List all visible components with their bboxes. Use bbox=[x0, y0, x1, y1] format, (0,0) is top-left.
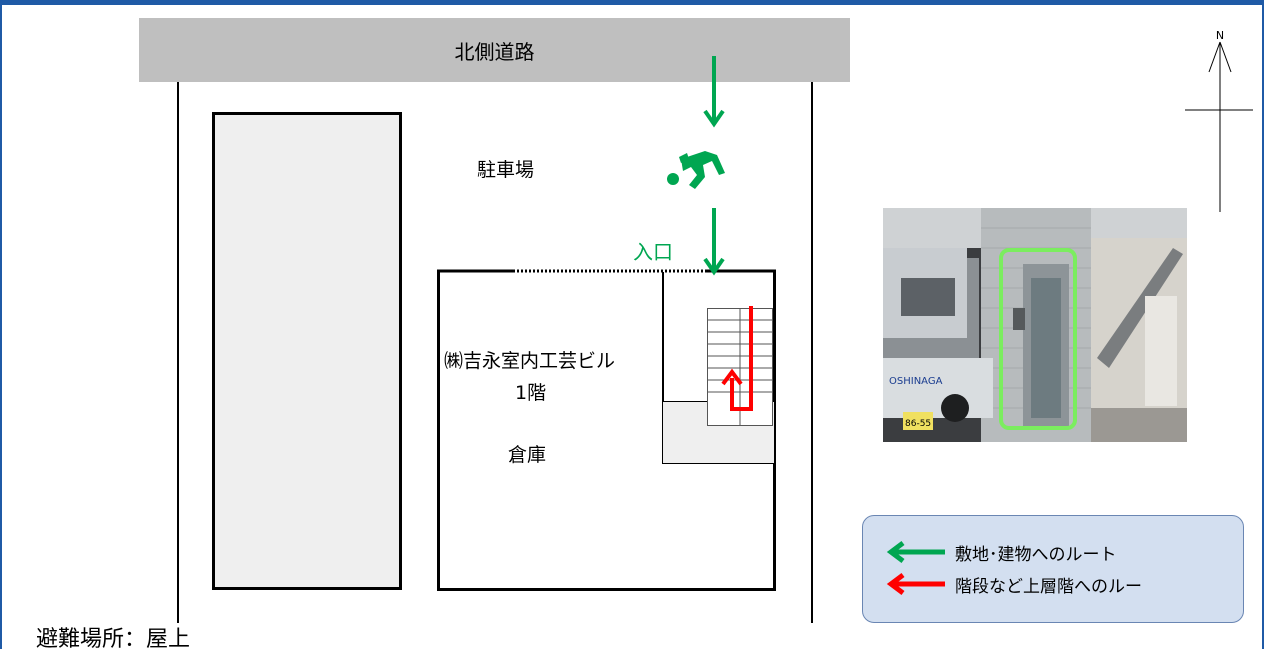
route-arrow-top bbox=[703, 56, 725, 128]
staircase bbox=[707, 308, 773, 426]
legend-red-text: 階段など上層階へのルー bbox=[955, 576, 1142, 597]
parking-label: 駐車場 bbox=[477, 159, 535, 181]
building-name: ㈱吉永室内工芸ビル bbox=[444, 350, 616, 372]
left-arrow-icon bbox=[886, 541, 945, 563]
stair-hall bbox=[662, 272, 664, 464]
main-building bbox=[437, 270, 776, 591]
property-line-right bbox=[811, 82, 813, 623]
north-compass-icon: N bbox=[1185, 29, 1253, 212]
photo-plate-text: 86-55 bbox=[905, 419, 931, 429]
legend-row-green: 敷地･建物へのルート bbox=[886, 539, 1117, 565]
legend-green-text: 敷地･建物へのルート bbox=[955, 544, 1117, 565]
north-label: N bbox=[1216, 29, 1224, 42]
north-road: 北側道路 bbox=[139, 18, 850, 82]
property-line-left bbox=[177, 82, 179, 623]
entrance-photo: OSHINAGA 86-55 bbox=[883, 208, 1187, 442]
road-label: 北側道路 bbox=[454, 39, 535, 64]
photo-sign-text: OSHINAGA bbox=[889, 376, 943, 387]
building-floor: 1階 bbox=[515, 382, 547, 404]
stair-route-arrow bbox=[721, 306, 753, 411]
legend-row-red: 階段など上層階へのルー bbox=[886, 571, 1142, 597]
warehouse-label: 倉庫 bbox=[508, 444, 547, 466]
left-arrow-icon bbox=[886, 573, 945, 595]
route-arrow-bottom bbox=[703, 208, 725, 276]
entrance-label: 入口 bbox=[633, 240, 673, 264]
route-legend: 敷地･建物へのルート 階段など上層階へのルー bbox=[862, 515, 1244, 623]
walking-person-icon bbox=[667, 151, 725, 189]
evacuation-label: 避難場所：屋上 bbox=[36, 627, 191, 652]
neighbor-building bbox=[212, 112, 402, 590]
